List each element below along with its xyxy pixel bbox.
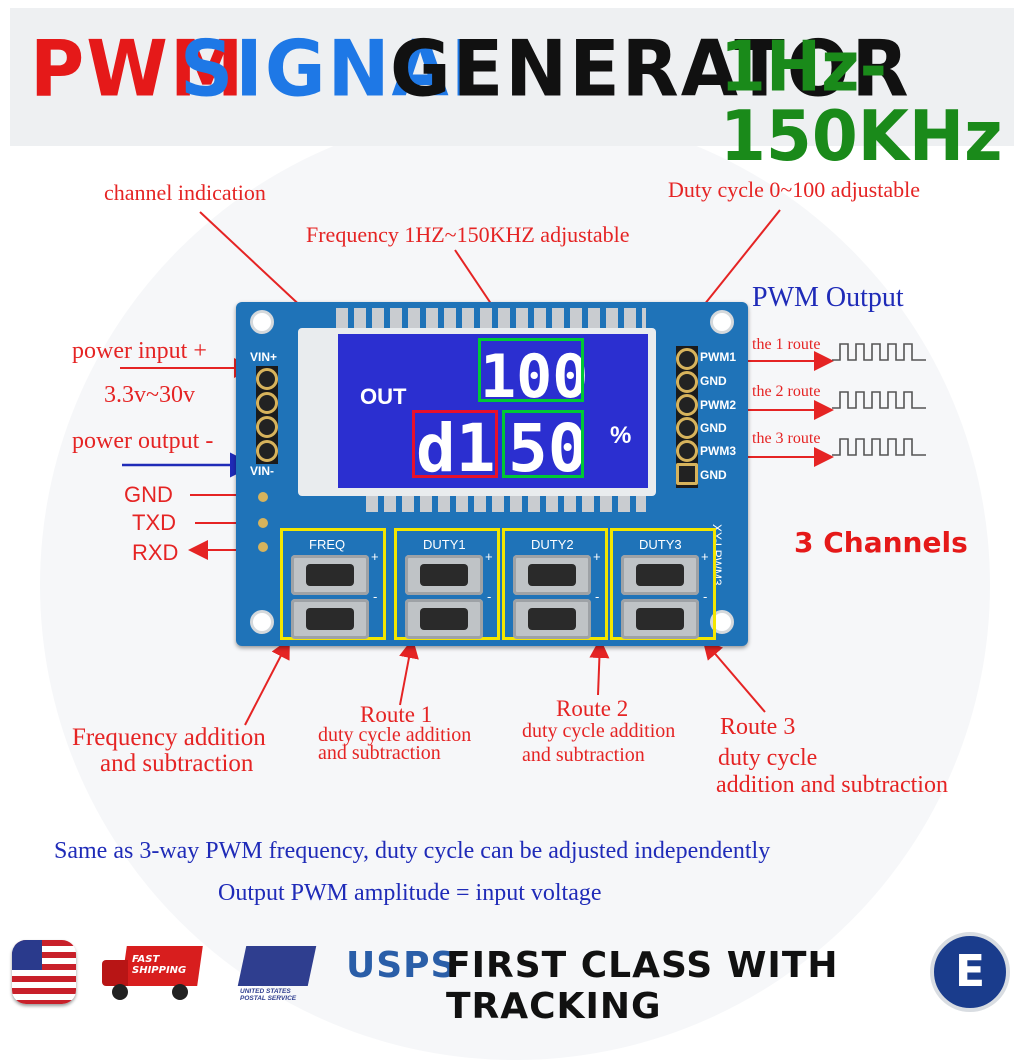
lcd-channel: d1	[416, 410, 496, 487]
freq-minus-button[interactable]	[291, 599, 369, 639]
duty1-button-group: DUTY1 + -	[394, 528, 500, 640]
usps-text: USPS	[346, 945, 458, 986]
title-bar	[10, 8, 1014, 146]
duty1-plus-button[interactable]	[405, 555, 483, 595]
route1-line1: duty cycle addition	[318, 724, 472, 746]
three-channels-label: 3 Channels	[794, 526, 968, 559]
usps-logo-icon: UNITED STATES POSTAL SERVICE	[237, 946, 317, 1002]
route1-label: the 1 route	[752, 336, 821, 353]
duty3-button-group: DUTY3 + -	[610, 528, 716, 640]
route1-title: Route 1	[360, 702, 433, 727]
plus-label: +	[371, 549, 379, 564]
route1-line2: and subtraction	[318, 742, 441, 764]
channel-highlight-box	[412, 410, 498, 478]
freq-label: FREQ	[309, 537, 346, 552]
vin-minus-label: VIN-	[250, 464, 274, 478]
usps-logo-text: UNITED STATES POSTAL SERVICE	[240, 988, 297, 1002]
vin-plus-label: VIN+	[250, 350, 278, 364]
minus-label: -	[595, 589, 600, 604]
minus-label: -	[487, 589, 492, 604]
route3-label: the 3 route	[752, 430, 821, 447]
rxd-label: RXD	[132, 540, 179, 565]
frequency-adjustable-label: Frequency 1HZ~150KHZ adjustable	[306, 222, 630, 247]
e-badge-icon: E	[930, 932, 1010, 1012]
plus-label: +	[701, 549, 709, 564]
minus-label: -	[373, 589, 378, 604]
gnd3-label: GND	[700, 468, 727, 482]
mount-hole	[710, 310, 734, 334]
route3-title: Route 3	[720, 714, 796, 740]
mount-hole	[250, 310, 274, 334]
duty-adjustable-label: Duty cycle 0~100 adjustable	[668, 177, 921, 202]
us-flag-icon	[12, 940, 76, 1004]
lcd-out-label: OUT	[360, 384, 407, 409]
gnd-pad	[258, 492, 268, 502]
lcd-bottom-value: 50	[508, 410, 588, 487]
route2-title: Route 2	[556, 696, 629, 721]
pwm1-label: PWM1	[700, 350, 736, 364]
duty2-minus-button[interactable]	[513, 599, 591, 639]
txd-label: TXD	[132, 510, 176, 535]
gnd1-label: GND	[700, 374, 727, 388]
power-input-label: power input +	[72, 338, 207, 364]
pwm3-label: PWM3	[700, 444, 736, 458]
freq-addition-label-2: and subtraction	[100, 750, 254, 777]
duty3-plus-button[interactable]	[621, 555, 699, 595]
rxd-pad	[258, 542, 268, 552]
duty2-button-group: DUTY2 + -	[502, 528, 608, 640]
duty3-minus-button[interactable]	[621, 599, 699, 639]
plus-label: +	[485, 549, 493, 564]
title-pwm: PWM	[30, 23, 246, 115]
duty1-label: DUTY1	[423, 537, 466, 552]
lcd-frame: OUT 100 d1 50 %	[298, 328, 656, 496]
frequency-highlight-box	[478, 338, 584, 402]
lcd-bottom-pins	[366, 496, 646, 512]
gnd-label: GND	[124, 482, 173, 507]
duty2-plus-button[interactable]	[513, 555, 591, 595]
title-frequency-range: 1Hz-150KHz	[720, 26, 1003, 177]
route2-label: the 2 route	[752, 383, 821, 400]
freq-addition-label-1: Frequency addition	[72, 724, 266, 751]
power-output-label: power output -	[72, 428, 214, 454]
pwm2-label: PWM2	[700, 398, 736, 412]
title-signal: SIGNAL	[180, 23, 500, 115]
first-class-text: FIRST CLASS WITH TRACKING	[446, 945, 839, 1027]
duty1-minus-button[interactable]	[405, 599, 483, 639]
route3-line1: duty cycle	[718, 745, 818, 771]
footer-line1: Same as 3-way PWM frequency, duty cycle …	[54, 838, 771, 864]
route2-line1: duty cycle addition	[522, 720, 676, 742]
duty3-label: DUTY3	[639, 537, 682, 552]
fast-shipping-text: FAST SHIPPING	[132, 954, 187, 976]
route3-line2: addition and subtraction	[716, 772, 948, 798]
voltage-range-label: 3.3v~30v	[104, 382, 195, 408]
freq-plus-button[interactable]	[291, 555, 369, 595]
lcd-screen: OUT 100 d1 50 %	[338, 334, 648, 488]
lcd-top-pins	[336, 308, 646, 330]
mount-hole	[250, 610, 274, 634]
minus-label: -	[703, 589, 708, 604]
pwm-header	[676, 346, 698, 488]
power-header	[256, 366, 278, 464]
duty2-label: DUTY2	[531, 537, 574, 552]
gnd2-label: GND	[700, 421, 727, 435]
txd-pad	[258, 518, 268, 528]
plus-label: +	[593, 549, 601, 564]
pcb-board: VIN+ VIN- OUT 100 d1 50 % PWM1 GND	[236, 302, 748, 646]
pwm-output-label: PWM Output	[752, 282, 904, 313]
fast-shipping-truck-icon: FAST SHIPPING	[102, 946, 203, 1002]
lcd-percent: %	[610, 422, 632, 449]
route2-line2: and subtraction	[522, 744, 645, 766]
freq-button-group: FREQ + -	[280, 528, 386, 640]
duty-highlight-box	[502, 410, 584, 478]
title-generator: GENERATOR	[390, 23, 911, 115]
footer-line2: Output PWM amplitude = input voltage	[218, 880, 602, 906]
channel-indication-label: channel indication	[104, 180, 266, 205]
